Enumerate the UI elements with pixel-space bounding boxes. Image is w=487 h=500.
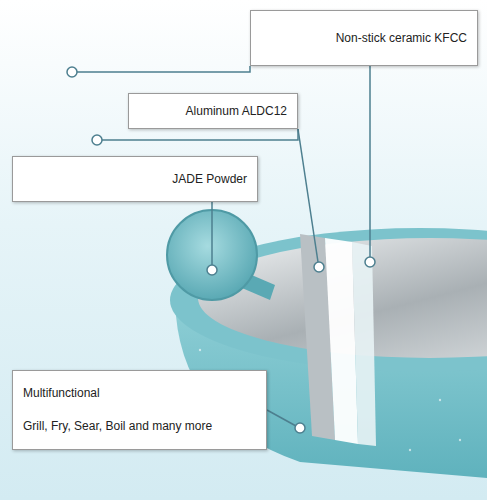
callout-label: Multifunctional bbox=[23, 386, 256, 401]
callout-label: Non-stick ceramic KFCC bbox=[261, 31, 467, 46]
coating-layer bbox=[352, 242, 376, 446]
callout-box: Aluminum ALDC12 bbox=[128, 93, 298, 129]
callout-box: Non-stick ceramic KFCC bbox=[250, 10, 478, 66]
callout-label: JADE Powder bbox=[23, 172, 247, 187]
callout-detail: Grill, Fry, Sear, Boil and many more bbox=[23, 419, 256, 434]
callout-box: JADE Powder bbox=[12, 156, 258, 202]
callout-box: MultifunctionalGrill, Fry, Sear, Boil an… bbox=[12, 370, 267, 450]
callout-label: Aluminum ALDC12 bbox=[139, 104, 287, 119]
